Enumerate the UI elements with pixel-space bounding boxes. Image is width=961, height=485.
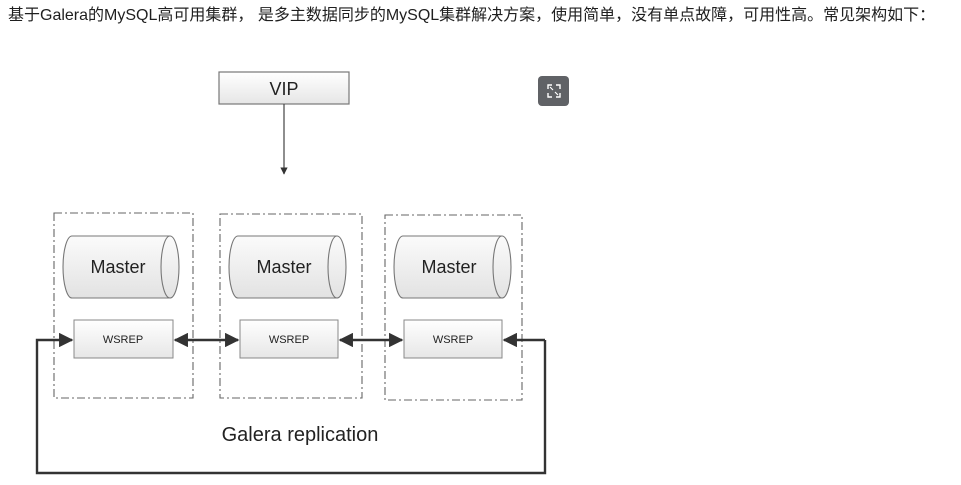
replication-label: Galera replication	[222, 424, 379, 446]
expand-icon	[546, 84, 561, 98]
master-cylinder: Master	[62, 235, 180, 299]
vip-box: VIP	[218, 71, 350, 105]
master-label: Master	[421, 257, 476, 277]
node-boundary	[384, 214, 523, 401]
intro-paragraph: 基于Galera的MySQL高可用集群， 是多主数据同步的MySQL集群解决方案…	[8, 7, 936, 24]
wsrep-label: WSREP	[269, 334, 309, 346]
master-label: Master	[90, 257, 145, 277]
vip-label: VIP	[269, 79, 298, 99]
wsrep-box: WSREP	[403, 319, 503, 359]
master-cylinder: Master	[393, 235, 512, 299]
expand-image-button[interactable]	[538, 76, 569, 106]
master-label: Master	[256, 257, 311, 277]
wsrep-box: WSREP	[239, 319, 339, 359]
node-boundary	[53, 212, 194, 399]
wsrep-label: WSREP	[433, 334, 473, 346]
node-3: Master WSREP	[384, 214, 523, 401]
node-boundary	[219, 213, 363, 399]
wsrep-label: WSREP	[103, 334, 143, 346]
node-1: Master WSREP	[53, 212, 194, 399]
master-cylinder: Master	[228, 235, 347, 299]
replication-loop	[35, 332, 547, 475]
node-2: Master WSREP	[219, 213, 363, 399]
wsrep-box: WSREP	[73, 319, 174, 359]
